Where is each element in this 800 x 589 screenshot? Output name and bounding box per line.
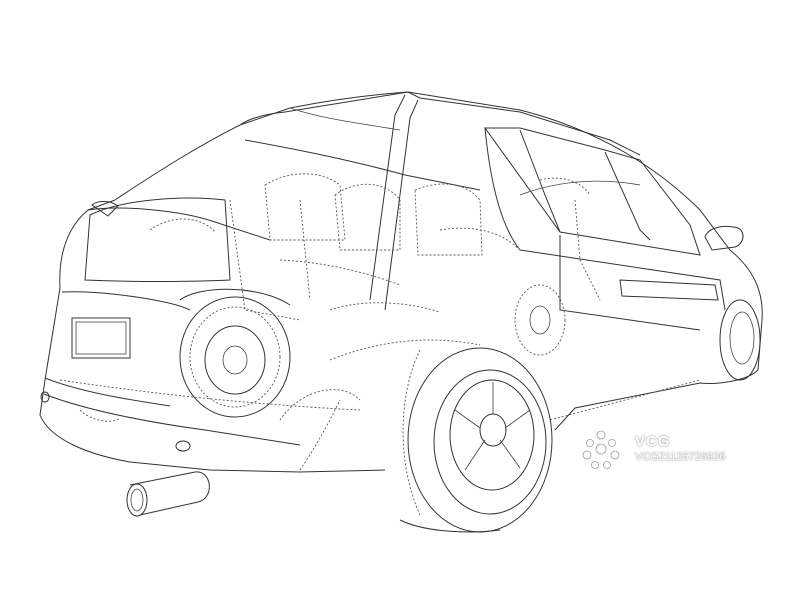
rear-window [84, 197, 231, 282]
side-mirror [704, 225, 744, 251]
car-side-windows [484, 127, 726, 331]
vcg-logo-icon [575, 423, 627, 475]
watermark-brand: VCG [635, 433, 671, 450]
rear-wheel [179, 288, 291, 418]
watermark-text: VCG VCG21125726926 [635, 434, 725, 464]
watermark-id: VCG21125726926 [635, 451, 726, 463]
car-roof [239, 91, 641, 311]
rear-bumper-details [40, 389, 361, 452]
license-plate [71, 317, 131, 359]
car-body-outline [39, 91, 763, 473]
front-wheel [399, 347, 553, 533]
exhaust-pipe [126, 471, 210, 517]
underbody-lines [59, 339, 701, 471]
far-wheels [514, 284, 761, 381]
vcg-watermark: VCG VCG21125726926 [573, 418, 795, 480]
car-interior [229, 173, 601, 321]
